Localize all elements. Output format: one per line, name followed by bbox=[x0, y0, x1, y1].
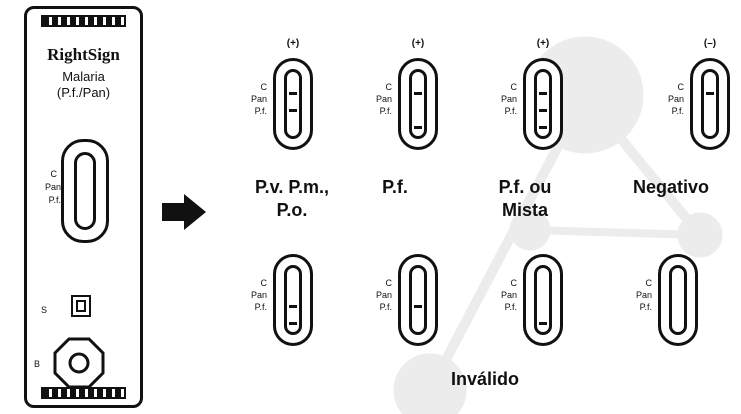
test-line-c bbox=[706, 92, 714, 95]
buffer-well bbox=[53, 337, 105, 389]
strip-label-top-3-1: Pan bbox=[667, 94, 684, 104]
arrow-right-icon bbox=[162, 194, 206, 230]
result-label-pf-mixed-line1: P.f. ou bbox=[498, 177, 552, 197]
invalid-label: Inválido bbox=[450, 369, 519, 389]
result-strip-window bbox=[409, 69, 427, 139]
result-label-pf-mixed-line2: Mista bbox=[501, 200, 548, 220]
test-line-pan bbox=[289, 305, 297, 308]
strip-label-top-2-1: Pan bbox=[500, 94, 517, 104]
result-sign-0: (+) bbox=[286, 38, 300, 49]
result-window bbox=[61, 139, 109, 243]
strip-label-bottom-1-1: Pan bbox=[375, 290, 392, 300]
strip-label-top-2-2: P.f. bbox=[504, 106, 517, 116]
strip-label-top-0-2: P.f. bbox=[254, 106, 267, 116]
sample-well bbox=[71, 295, 91, 317]
result-sign-2: (+) bbox=[536, 38, 550, 49]
test-cassette: RightSign Malaria (P.f./Pan) C Pan P.f. … bbox=[24, 6, 143, 408]
strip-label-bottom-3-1: Pan bbox=[635, 290, 652, 300]
buffer-well-label: B bbox=[33, 359, 40, 369]
result-strip-bottom-1 bbox=[398, 254, 438, 346]
result-sign-1: (+) bbox=[411, 38, 425, 49]
product-name: Malaria bbox=[62, 69, 105, 84]
result-label-negative: Negativo bbox=[633, 177, 710, 197]
result-strip-top-1 bbox=[398, 58, 438, 150]
test-line-pan bbox=[539, 109, 547, 112]
result-strip-window bbox=[409, 265, 427, 335]
result-strip-bottom-2 bbox=[523, 254, 563, 346]
strip-label-top-2-0: C bbox=[510, 82, 518, 92]
grip-ridges-top bbox=[41, 15, 126, 27]
result-strip-bottom-3 bbox=[658, 254, 698, 346]
result-strip-window bbox=[701, 69, 719, 139]
watermark-bond bbox=[581, 91, 704, 239]
brand-logo: RightSign bbox=[47, 45, 120, 64]
result-strip-top-0 bbox=[273, 58, 313, 150]
test-line-c bbox=[289, 92, 297, 95]
test-line-pf bbox=[414, 126, 422, 129]
test-line-pan bbox=[414, 305, 422, 308]
result-strip-window bbox=[284, 69, 302, 139]
strip-label-bottom-0-0: C bbox=[260, 278, 268, 288]
strip-label-bottom-1-2: P.f. bbox=[379, 302, 392, 312]
test-line-pf bbox=[539, 322, 547, 325]
product-variant: (P.f./Pan) bbox=[56, 85, 111, 100]
strip-label-bottom-3-0: C bbox=[645, 278, 653, 288]
result-strip-top-3 bbox=[690, 58, 730, 150]
test-line-pf bbox=[539, 126, 547, 129]
window-label-c: C bbox=[50, 169, 58, 179]
watermark-bond bbox=[529, 226, 701, 239]
strip-label-bottom-1-0: C bbox=[385, 278, 393, 288]
result-label-pv-pm-po-line2: P.o. bbox=[276, 200, 308, 220]
sample-well-label: S bbox=[40, 305, 47, 315]
strip-label-bottom-2-2: P.f. bbox=[504, 302, 517, 312]
strip-label-top-1-0: C bbox=[385, 82, 393, 92]
strip-label-top-1-1: Pan bbox=[375, 94, 392, 104]
result-label-pf: P.f. bbox=[382, 177, 408, 197]
strip-label-bottom-0-1: Pan bbox=[250, 290, 267, 300]
test-line-pf bbox=[289, 322, 297, 325]
result-sign-3: (–) bbox=[703, 38, 717, 49]
strip-label-top-0-0: C bbox=[260, 82, 268, 92]
strip-label-top-3-0: C bbox=[677, 82, 685, 92]
strip-label-bottom-2-0: C bbox=[510, 278, 518, 288]
strip-label-top-1-2: P.f. bbox=[379, 106, 392, 116]
result-strip-bottom-0 bbox=[273, 254, 313, 346]
window-label-pan: Pan bbox=[44, 182, 61, 192]
strip-label-bottom-2-1: Pan bbox=[500, 290, 517, 300]
result-label-pv-pm-po-line1: P.v. P.m., bbox=[254, 177, 330, 197]
watermark-bond bbox=[425, 92, 590, 393]
result-strip-top-2 bbox=[523, 58, 563, 150]
strip-label-bottom-0-2: P.f. bbox=[254, 302, 267, 312]
result-strip-window bbox=[284, 265, 302, 335]
result-window-inner bbox=[74, 152, 96, 230]
strip-label-top-0-1: Pan bbox=[250, 94, 267, 104]
window-label-pf: P.f. bbox=[48, 195, 61, 205]
result-strip-window bbox=[669, 265, 687, 335]
test-line-pan bbox=[289, 109, 297, 112]
grip-ridges-bottom bbox=[41, 387, 126, 399]
result-strip-window bbox=[534, 69, 552, 139]
strip-label-top-3-2: P.f. bbox=[671, 106, 684, 116]
result-strip-window bbox=[534, 265, 552, 335]
test-line-c bbox=[414, 92, 422, 95]
test-line-c bbox=[539, 92, 547, 95]
strip-label-bottom-3-2: P.f. bbox=[639, 302, 652, 312]
sample-well-inner bbox=[76, 300, 86, 312]
